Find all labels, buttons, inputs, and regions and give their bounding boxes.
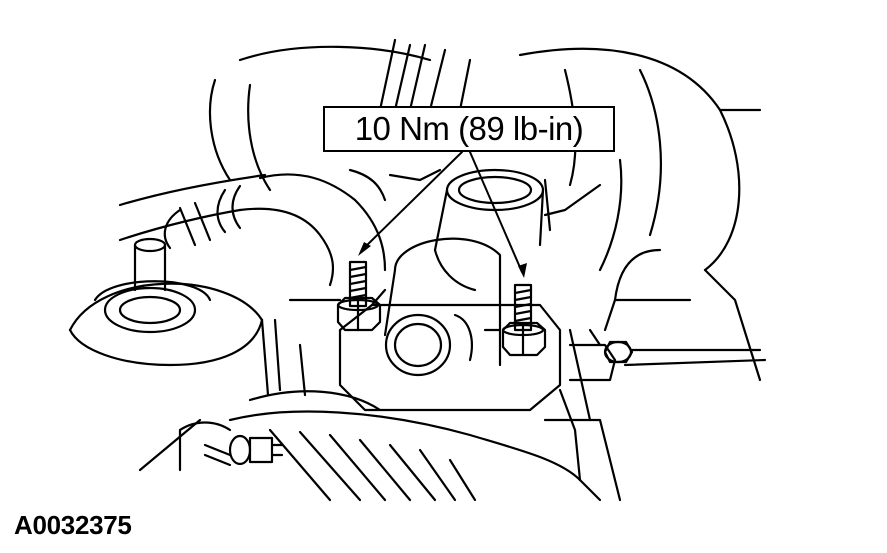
left-stud-with-nut (338, 262, 380, 330)
vacuum-fitting (70, 239, 268, 395)
torque-callout: 10 Nm (89 lb-in) (323, 106, 615, 152)
lower-left-bolt (205, 436, 282, 465)
hose (120, 174, 385, 285)
figure-id: A0032375 (14, 510, 132, 540)
lower-housing (140, 300, 620, 500)
right-stud-with-nut (503, 285, 545, 355)
callout-leaders (358, 152, 527, 278)
outlet-pipe (435, 170, 550, 290)
outlet-flange (340, 239, 560, 410)
engine-casting-outline (210, 40, 760, 380)
right-bracket-bolt (570, 330, 765, 380)
